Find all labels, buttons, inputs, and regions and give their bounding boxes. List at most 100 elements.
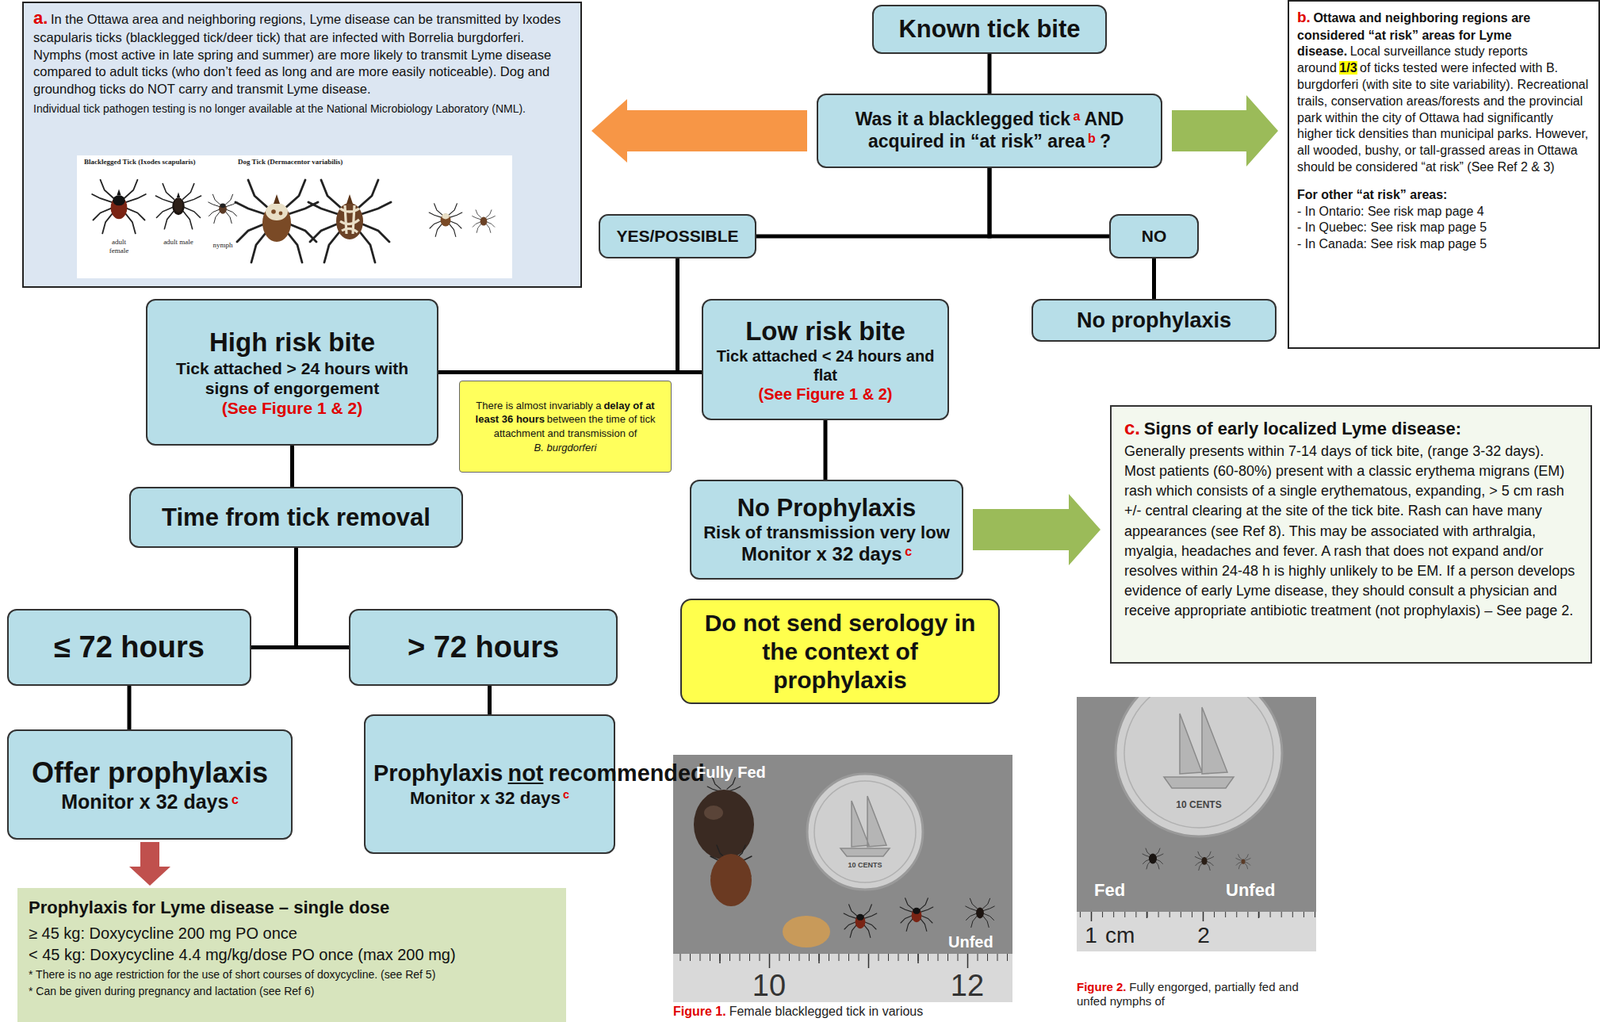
text-row: ≥ 45 kg: Doxycycline 200 mg PO once — [28, 922, 556, 945]
text-row: (See Figure 1 & 2) — [711, 384, 940, 404]
illustration-part — [1241, 859, 1246, 865]
node-text: c — [231, 792, 239, 807]
illustration-part — [704, 805, 724, 820]
block-arrow — [972, 493, 1101, 566]
text-row: Tick attached > 24 hours with signs of e… — [155, 358, 429, 399]
process-box: ≤ 72 hours — [7, 608, 252, 686]
illustration-part — [807, 773, 923, 890]
image-label: Unfed — [948, 932, 1012, 952]
text-row: ≤ 72 hours — [16, 629, 242, 667]
label-text: 10 CENTS — [1175, 799, 1222, 811]
block-arrow — [591, 99, 808, 163]
text-row: < 45 kg: Doxycycline 4.4 mg/kg/dose PO o… — [28, 944, 556, 966]
text-row: Time from tick removal — [138, 502, 454, 533]
node-text: Monitor x 32 days — [741, 543, 903, 565]
text-row: Offer prophylaxis — [16, 755, 284, 790]
start-box: Known tick bite — [872, 4, 1107, 54]
illustration-part — [174, 198, 184, 213]
decision-box: Was it a blacklegged tickaAND acquired i… — [816, 93, 1163, 169]
node-text: YES/POSSIBLE — [616, 226, 739, 245]
illustration-part — [271, 209, 276, 215]
text-row: a.In the Ottawa area and neighboring reg… — [33, 7, 571, 98]
connector — [251, 547, 297, 648]
illustration-part — [1115, 696, 1283, 837]
text-row: > 72 hours — [358, 629, 609, 667]
tick-illustration — [76, 155, 513, 279]
outcome-box: Offer prophylaxisMonitor x 32 daysc — [7, 729, 293, 840]
text-row: YES/POSSIBLE — [608, 225, 747, 246]
label-text: Fed — [1094, 880, 1126, 900]
illustration-part — [1142, 848, 1164, 869]
node-text: Tick attached > 24 hours with signs of e… — [176, 359, 409, 398]
node-text: b — [1087, 131, 1096, 146]
illustration-part — [1124, 696, 1274, 828]
illustration-part — [265, 202, 288, 221]
image-label: 10 CENTS — [1159, 799, 1239, 811]
process-box: > 72 hours — [348, 608, 618, 686]
node-text: NO — [1141, 226, 1168, 245]
warning-box: Do not send serology in the context of p… — [680, 598, 1000, 705]
process-box: High risk biteTick attached > 24 hours w… — [145, 298, 439, 446]
text-row: Individual tick pathogen testing is no l… — [33, 100, 571, 117]
text-row: Monitor x 32 daysc — [699, 543, 954, 567]
text-row: High risk bite — [155, 326, 429, 359]
node-text: Individual tick pathogen testing is no l… — [33, 102, 526, 115]
process-box: Low risk biteTick attached < 24 hours an… — [701, 298, 950, 421]
connector — [296, 547, 350, 648]
figure-caption: Figure 2.Fully engorged, partially fed a… — [1076, 979, 1319, 1009]
node-text: a — [1073, 109, 1081, 123]
illustration-part — [719, 953, 969, 969]
node-text: c. — [1124, 417, 1141, 439]
illustration-part — [308, 179, 391, 263]
illustration-part — [1115, 696, 1283, 837]
node-text: - In Ontario: See risk map page 4 — [1297, 204, 1485, 219]
node-text: In the Ottawa area and neighboring regio… — [33, 11, 561, 96]
illustration-part — [235, 179, 318, 263]
image-label: 2 — [1192, 922, 1215, 950]
text-row: - In Ontario: See risk map page 4 — [1297, 203, 1591, 221]
illustration-part — [1163, 707, 1234, 789]
outcome-box: No prophylaxis — [1031, 298, 1277, 342]
node-text: No Prophylaxis — [737, 493, 917, 522]
illustration-part — [235, 179, 318, 263]
illustration-part — [218, 203, 227, 215]
node-text: Signs of early localized Lyme disease: — [1144, 418, 1462, 439]
text-row: For other “at risk” areas: — [1297, 187, 1591, 204]
label-text: adult male — [163, 237, 194, 246]
photo-figure-1 — [673, 754, 1013, 1003]
illustration-part — [855, 914, 866, 930]
illustration-part — [1236, 854, 1251, 869]
label-text: Dog Tick (Dermacentor variabilis) — [237, 157, 343, 166]
illustration-part — [155, 183, 201, 230]
illustration-part — [346, 194, 353, 204]
label-text: Fully Fed — [696, 763, 766, 781]
text-row: Generally presents within 7-14 days of t… — [1124, 441, 1578, 622]
note-box: There is almost invariably adelay of at … — [459, 380, 672, 473]
node-text: of ticks tested were infected with B. bu… — [1297, 61, 1589, 174]
illustration-part — [673, 953, 1013, 1003]
image-label: Blacklegged Tick (Ixodes scapularis) — [84, 157, 235, 167]
node-text: c — [904, 544, 912, 559]
label-text: Figure 2. — [1076, 979, 1127, 994]
text-row: No prophylaxis — [1041, 307, 1267, 334]
node-text: 1/3 — [1339, 61, 1357, 75]
text-row: * There is no age restriction for the us… — [28, 965, 556, 984]
node-text: Monitor x 32 days — [61, 790, 229, 813]
node-text: B. burgdorferi — [534, 441, 598, 454]
node-text: (See Figure 1 & 2) — [758, 385, 893, 403]
illustration-part — [76, 155, 513, 279]
illustration-part — [912, 907, 921, 915]
process-box: Time from tick removal — [129, 486, 464, 548]
image-label: 10 CENTS — [833, 861, 897, 870]
node-text: * Can be given during pregnancy and lact… — [28, 984, 314, 998]
illustration-part — [1076, 911, 1317, 952]
label-text: 2 — [1197, 922, 1210, 948]
node-text: b. — [1297, 8, 1311, 26]
label-text: Female blacklegged tick in various — [729, 1004, 924, 1019]
node-text: There is almost invariably a — [475, 399, 601, 412]
dosage-panel: Prophylaxis for Lyme disease – single do… — [17, 888, 567, 1022]
connector — [756, 168, 990, 237]
figure-caption: Figure 1.Female blacklegged tick in vari… — [673, 1003, 1054, 1019]
illustration-part — [1236, 854, 1251, 869]
